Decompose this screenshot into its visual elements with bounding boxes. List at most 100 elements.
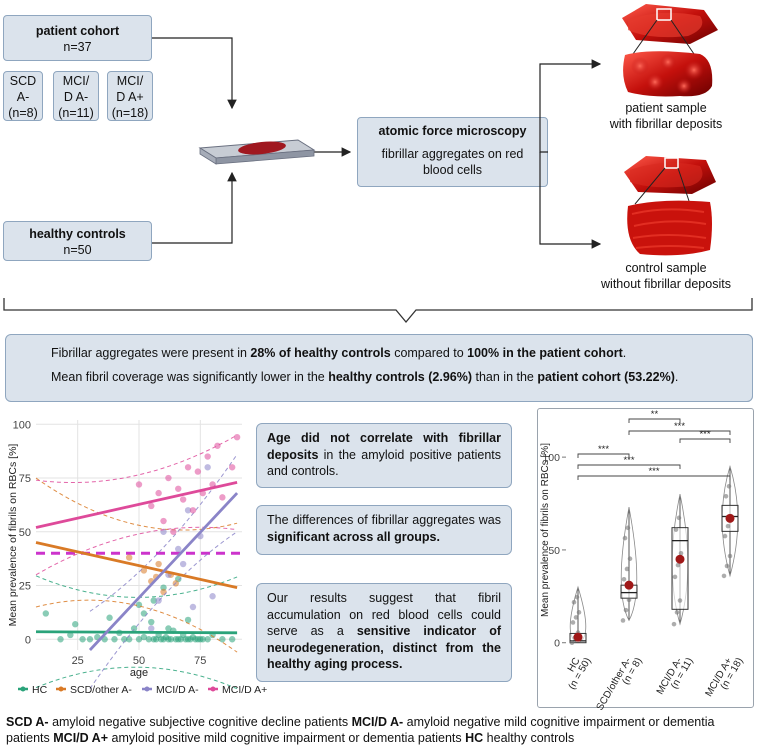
y-tick-label: 75 [19, 473, 31, 485]
healthy-controls-n: n=50 [63, 243, 92, 257]
x-tick-label: 25 [72, 655, 84, 667]
data-point [571, 599, 577, 605]
patient-cohort-title: patient cohort [35, 24, 120, 38]
data-point [57, 636, 64, 643]
y-tick-label: 0 [554, 638, 560, 650]
arrow-afm-to-patient [539, 59, 602, 153]
group-box-mci-neg: MCI/ D A- (n=11) [53, 71, 99, 121]
healthy-controls-title: healthy controls [29, 227, 126, 241]
box [671, 527, 689, 610]
data-point [724, 563, 730, 569]
y-tick-label: 50 [19, 527, 31, 539]
patient-sample-line-1: patient sample [625, 101, 707, 115]
data-point [125, 636, 133, 643]
legend-label: MCI/D A+ [222, 684, 267, 696]
data-point [219, 494, 226, 501]
conclusion-text: Our results suggest that fibril accumula… [267, 591, 501, 638]
arrow-cohort-to-slide [152, 37, 237, 110]
age-correlation-box: Age did not correlate with fibrillar dep… [256, 423, 512, 488]
y-axis-label: Mean prevalence of fibrils on RBCs [%] [7, 444, 19, 627]
data-point [135, 481, 143, 488]
healthy-controls-box: healthy controls n=50 [3, 221, 152, 261]
data-point [184, 464, 192, 471]
caption-term: MCI/D A- [351, 715, 404, 729]
data-point [671, 621, 677, 627]
data-point [184, 616, 192, 624]
data-point [130, 625, 138, 632]
data-point [675, 562, 681, 568]
significance-label: *** [699, 429, 710, 440]
regression-line [35, 541, 238, 590]
caption-text: amyloid negative subjective cognitive de… [48, 715, 352, 729]
legend-marker [210, 686, 216, 692]
data-point [622, 535, 628, 541]
mean-dot [675, 554, 685, 564]
confidence-band [35, 477, 238, 531]
significance-label: *** [623, 455, 634, 466]
findings-text: Fibrillar aggregates were present in [51, 346, 251, 360]
group-label-1: MCI/ [116, 74, 144, 88]
data-point [148, 625, 155, 632]
data-point [165, 625, 172, 632]
patient-cohort-n: n=37 [63, 40, 92, 54]
data-point [145, 636, 153, 643]
group-label-2: D A- [63, 90, 89, 104]
data-point [179, 496, 187, 503]
data-point [148, 618, 155, 626]
significance-label: *** [598, 444, 609, 455]
significance-text: The differences of fibrillar aggregates … [267, 513, 501, 527]
control-sample-label: control sample without fibrillar deposit… [596, 260, 736, 292]
data-point [569, 640, 575, 646]
group-label-1: MCI/ [62, 74, 90, 88]
significance-box: The differences of fibrillar aggregates … [256, 505, 512, 555]
y-tick-label: 100 [13, 419, 31, 431]
data-point [72, 621, 79, 628]
data-point [678, 550, 684, 556]
y-tick-label: 100 [542, 452, 560, 464]
data-point [125, 554, 133, 561]
findings-box-wide: Fibrillar aggregates were present in 28%… [5, 334, 753, 402]
caption-text: amyloid positive mild cognitive impairme… [108, 731, 466, 745]
data-point [179, 560, 187, 568]
significance-bracket [577, 453, 630, 458]
findings-text: Mean fibril coverage was significantly l… [51, 370, 329, 384]
data-point [721, 573, 727, 579]
data-point [79, 636, 86, 643]
caption-text: healthy controls [483, 731, 575, 745]
data-point [576, 610, 582, 615]
data-point [194, 468, 202, 475]
significance-bold: significant across all groups. [267, 529, 440, 544]
data-point [626, 597, 632, 603]
findings-text: . [674, 370, 679, 384]
patient-afm-zoom-image [623, 51, 713, 97]
mean-dot [573, 632, 583, 642]
group-label-1: SCD [9, 74, 37, 88]
legend-label: SCD/other A- [70, 684, 132, 696]
data-point [620, 618, 626, 623]
data-point [148, 502, 155, 510]
x-tick-label: 50 [133, 655, 145, 667]
significance-bracket [628, 430, 731, 435]
data-point [184, 507, 192, 514]
confidence-band [89, 531, 238, 689]
significance-label: *** [674, 421, 685, 432]
data-point [175, 485, 182, 492]
mean-dot [725, 513, 735, 523]
data-point [204, 453, 211, 460]
data-point [228, 464, 236, 471]
afm-desc-2: blood cells [422, 163, 483, 177]
group-box-mci-pos: MCI/ D A+ (n=18) [107, 71, 153, 121]
group-n: (n=8) [8, 106, 38, 120]
y-tick-label: 50 [548, 545, 560, 557]
group-box-scd: SCD A- (n=8) [3, 71, 43, 121]
arrow-afm-to-control [539, 152, 602, 249]
confidence-band [89, 454, 238, 612]
findings-text: . [622, 346, 627, 360]
x-axis-label: age [130, 667, 148, 679]
data-point [625, 525, 631, 531]
data-point [204, 636, 211, 643]
violin [721, 465, 739, 578]
data-point [135, 636, 143, 643]
data-point [672, 574, 678, 580]
